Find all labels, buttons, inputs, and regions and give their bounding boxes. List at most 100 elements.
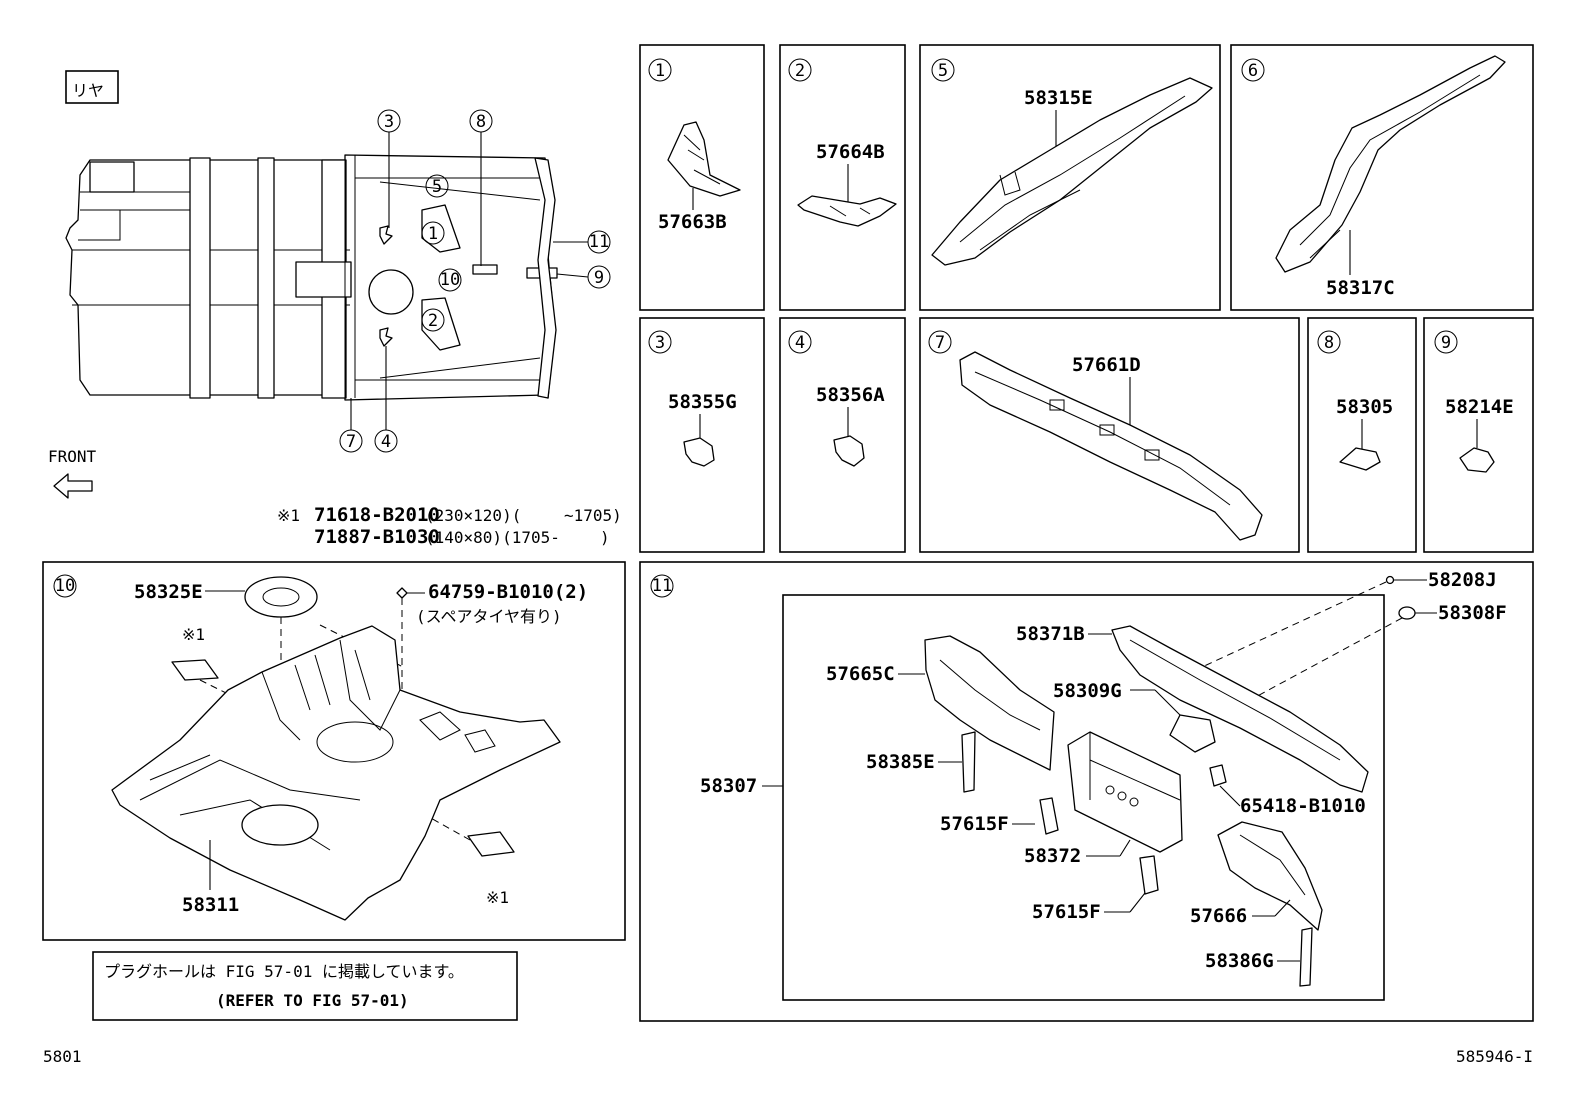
panel-8: 8 58305	[1317, 330, 1393, 471]
panel-8-frame	[1307, 317, 1417, 553]
plug-note-en: (REFER TO FIG 57-01)	[216, 991, 409, 1010]
svg-text:~1705): ~1705)	[564, 506, 622, 525]
svg-text:4: 4	[795, 333, 805, 353]
svg-text:71887-B1030: 71887-B1030	[314, 526, 440, 548]
overview-tunnel	[72, 249, 350, 306]
svg-text:7: 7	[935, 333, 945, 353]
part-label-58214E: 58214E	[1445, 396, 1514, 418]
part-label-58208J: 58208J	[1428, 569, 1497, 591]
panel-10: 10 58325E 64759-B1010(2) (スペアタイヤ有り) ※1 ※…	[53, 574, 588, 921]
svg-text:): )	[600, 528, 610, 547]
overview-rear-panel-11	[534, 157, 557, 399]
overview-callout-3: 3	[377, 109, 401, 228]
part-58385E-shape	[961, 731, 976, 793]
plug-note-jp: プラグホールは FIG 57-01 に掲載しています。	[104, 962, 464, 981]
svg-text:10: 10	[440, 270, 460, 290]
part-58309G-shape	[1169, 714, 1216, 753]
part-57661D-shape	[959, 351, 1263, 541]
rear-label: リヤ	[72, 81, 104, 100]
overview-crossmember-2	[257, 157, 275, 399]
part-label-57615F-1: 57615F	[940, 813, 1009, 835]
part-label-57665C: 57665C	[826, 663, 895, 685]
part-label-57615F-2: 57615F	[1032, 901, 1101, 923]
mark-1-bottom: ※1	[486, 888, 509, 907]
part-58355G-shape	[683, 437, 715, 467]
part-label-58355G: 58355G	[668, 391, 737, 413]
panel-11-frame	[639, 561, 1534, 1022]
svg-text:2: 2	[795, 61, 805, 81]
svg-text:7: 7	[346, 432, 356, 452]
panel-7-frame	[919, 317, 1300, 553]
mark-1-top: ※1	[182, 625, 205, 644]
part-58311-spare-well	[241, 804, 319, 846]
svg-text:1: 1	[428, 224, 438, 244]
svg-text:2: 2	[428, 311, 438, 331]
panel-10-frame	[42, 561, 626, 941]
svg-text:11: 11	[589, 232, 609, 252]
svg-text:6: 6	[1248, 61, 1258, 81]
part-label-58315E: 58315E	[1024, 87, 1093, 109]
rear-label-box	[65, 70, 119, 104]
part-57666-shape	[1217, 821, 1323, 931]
part-label-58356A: 58356A	[816, 384, 885, 406]
part-label-57663B: 57663B	[658, 211, 727, 233]
part-58372-shape	[1067, 731, 1183, 853]
overview-callout-2: 2	[421, 308, 445, 332]
part-label-58308F: 58308F	[1438, 602, 1507, 624]
overview-clip-4	[379, 327, 393, 347]
plug-note-box	[92, 951, 518, 1021]
part-57663B-shape	[667, 121, 741, 197]
footer-right-code: 585946-I	[1456, 1047, 1533, 1066]
part-label-58307: 58307	[700, 775, 757, 797]
overview-callout-10: 10	[438, 268, 462, 292]
part-58317C-shape	[1275, 55, 1506, 273]
part-58325E-shape	[244, 576, 318, 618]
overview-callout-1: 1	[421, 221, 445, 245]
part-label-58305: 58305	[1336, 396, 1393, 418]
svg-text:※1: ※1	[277, 506, 300, 525]
part-58208J-shape	[1385, 575, 1395, 585]
part-label-58371B: 58371B	[1016, 623, 1085, 645]
part-label-58309G: 58309G	[1053, 680, 1122, 702]
svg-text:71618-B2010: 71618-B2010	[314, 504, 440, 526]
part-label-57661D: 57661D	[1072, 354, 1141, 376]
overview-spare-well	[368, 269, 414, 315]
part-58386G-shape	[1299, 927, 1313, 987]
footnote: ※1 71618-B2010 (230×120)( ~1705) 71887-B…	[277, 504, 622, 548]
svg-text:4: 4	[381, 432, 391, 452]
overview-piece-8	[472, 264, 498, 275]
part-label-58372: 58372	[1024, 845, 1081, 867]
part-58356A-shape	[833, 435, 865, 467]
part-label-65418-B1010: 65418-B1010	[1240, 795, 1366, 817]
overview-front-pad	[89, 161, 135, 193]
front-label: FRONT	[48, 447, 97, 466]
part-label-58386G: 58386G	[1205, 950, 1274, 972]
panel-9: 9 58214E	[1434, 330, 1514, 473]
panel-6: 6 58317C	[1241, 55, 1506, 299]
spare-tire-note: (スペアタイヤ有り)	[416, 607, 562, 626]
panel-5: 5 58315E	[931, 58, 1213, 266]
panel-5-frame	[919, 44, 1221, 311]
overview-callout-5: 5	[425, 174, 449, 198]
part-65418-B1010-shape	[1209, 764, 1227, 787]
overview-rear-crossmember	[344, 155, 356, 398]
panel-6-frame	[1230, 44, 1534, 311]
svg-text:3: 3	[655, 333, 665, 353]
panel-9-frame	[1423, 317, 1534, 553]
panel-4-frame	[779, 317, 906, 553]
front-arrow-icon	[53, 473, 93, 499]
overview-callout-9: 9	[556, 265, 611, 289]
part-57665C-shape	[924, 635, 1055, 771]
svg-text:8: 8	[476, 112, 486, 132]
panel-11: 11 58208J 58308F 58371B 57665C 58309G 58…	[650, 569, 1507, 987]
part-label-58325E: 58325E	[134, 581, 203, 603]
part-label-64759-B1010: 64759-B1010(2)	[428, 581, 588, 603]
panel-1: 1 57663B	[648, 58, 741, 233]
svg-text:5: 5	[432, 177, 442, 197]
mark-1-pad-bottom	[467, 831, 515, 857]
part-58371B-shape	[1111, 625, 1369, 793]
overview-bracket-2	[421, 297, 461, 351]
svg-text:5: 5	[938, 61, 948, 81]
svg-text:9: 9	[594, 268, 604, 288]
